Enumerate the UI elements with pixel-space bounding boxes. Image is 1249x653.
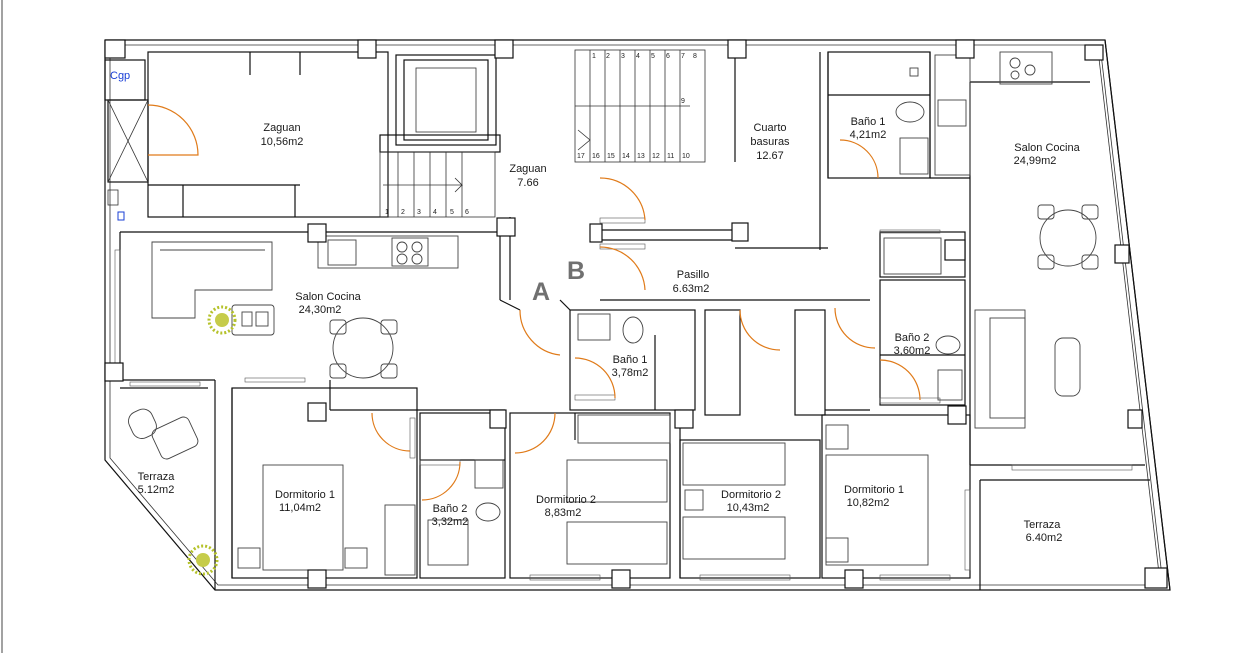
room-area-zaguan-left: 10,56m2 <box>261 136 304 148</box>
stair-step: 9 <box>681 98 685 105</box>
stair-step: 8 <box>693 53 697 60</box>
room-area-bano1-center: 3,78m2 <box>612 367 649 379</box>
stair-step: 5 <box>651 53 655 60</box>
stair-step: 4 <box>433 209 437 216</box>
stair-step: 2 <box>401 209 405 216</box>
doors <box>147 104 921 501</box>
room-name-dormitorio2-a: Dormitorio 2 <box>536 494 596 506</box>
room-area-dormitorio1-left: 11,04m2 <box>279 502 321 514</box>
stair-step: 3 <box>621 53 625 60</box>
room-name-salon-cocina-right: Salon Cocina <box>1014 142 1080 154</box>
stair-step: 4 <box>636 53 640 60</box>
stair-step: 10 <box>682 153 690 160</box>
room-name-cuarto-basuras-1: Cuarto <box>753 122 786 134</box>
room-area-salon-cocina-right: 24,99m2 <box>1014 155 1057 167</box>
room-name-salon-cocina-left: Salon Cocina <box>295 291 361 303</box>
room-area-bano1-top: 4,21m2 <box>850 129 887 141</box>
stair-step: 6 <box>465 209 469 216</box>
room-name-pasillo: Pasillo <box>677 269 709 281</box>
room-name-dormitorio2-b: Dormitorio 2 <box>721 489 781 501</box>
room-name-zaguan-center: Zaguan <box>509 163 546 175</box>
cgp-label: Cgp <box>110 70 130 82</box>
stair-step: 11 <box>667 153 674 160</box>
room-area-dormitorio2-b: 10,43m2 <box>727 502 770 514</box>
stair-step: 1 <box>385 209 389 216</box>
room-name-dormitorio1-left: Dormitorio 1 <box>275 489 335 501</box>
room-labels: Zaguan 10,56m2 Zaguan 7.66 Cuarto basura… <box>138 116 1081 544</box>
room-area-dormitorio1-right: 10,82m2 <box>847 497 890 509</box>
stair-step: 14 <box>622 153 630 160</box>
stair-step: 2 <box>606 53 610 60</box>
unit-label-b: B <box>567 257 585 285</box>
room-area-salon-cocina-left: 24,30m2 <box>299 304 342 316</box>
furniture <box>128 51 1099 576</box>
stair-step: 3 <box>417 209 421 216</box>
columns <box>104 39 1168 589</box>
room-name-terraza-left: Terraza <box>138 471 176 483</box>
stair-step: 13 <box>637 153 645 160</box>
room-name-bano2-right: Baño 2 <box>895 332 930 344</box>
room-name-bano2-left: Baño 2 <box>433 503 468 515</box>
stair-step: 15 <box>607 153 615 160</box>
room-name-cuarto-basuras-2: basuras <box>750 136 790 148</box>
room-area-cuarto-basuras: 12.67 <box>756 150 784 162</box>
stair-step: 6 <box>666 53 670 60</box>
outer-walls <box>104 39 1171 591</box>
stair-step: 12 <box>652 153 660 160</box>
unit-label-a: A <box>532 278 550 306</box>
room-area-dormitorio2-a: 8,83m2 <box>545 507 582 519</box>
plants <box>187 305 237 576</box>
room-area-bano2-left: 3,32m2 <box>432 516 469 528</box>
room-area-terraza-right: 6.40m2 <box>1026 532 1063 544</box>
room-name-zaguan-left: Zaguan <box>263 122 300 134</box>
stair-step: 1 <box>592 53 596 60</box>
room-area-pasillo: 6.63m2 <box>673 283 710 295</box>
room-name-dormitorio1-right: Dormitorio 1 <box>844 484 904 496</box>
room-name-bano1-top: Baño 1 <box>851 116 886 128</box>
stair-numbers: 1 2 3 4 5 6 7 8 9 17 16 15 14 13 12 11 1… <box>385 53 697 216</box>
stair-step: 7 <box>681 53 685 60</box>
interior-walls <box>104 49 1150 590</box>
room-area-zaguan-center: 7.66 <box>517 177 538 189</box>
room-area-terraza-left: 5.12m2 <box>138 484 175 496</box>
room-area-bano2-right: 3,60m2 <box>894 345 931 357</box>
stair-step: 16 <box>592 153 600 160</box>
room-name-terraza-right: Terraza <box>1024 519 1062 531</box>
stair-step: 5 <box>450 209 454 216</box>
stair-step: 17 <box>577 153 585 160</box>
room-name-bano1-center: Baño 1 <box>613 354 648 366</box>
